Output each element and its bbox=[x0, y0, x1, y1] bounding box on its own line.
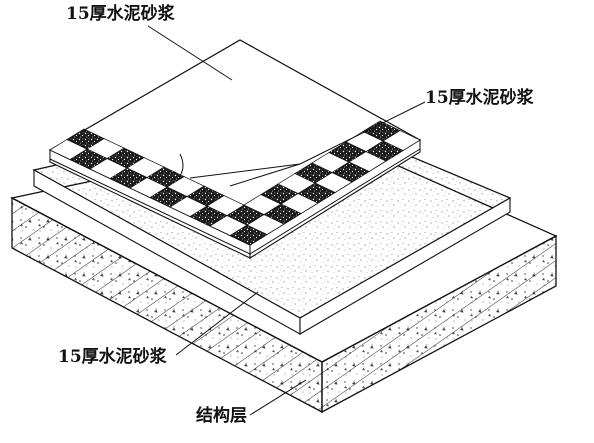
label-structure-layer: 结构层 bbox=[196, 406, 247, 426]
structure-left-hatch bbox=[12, 198, 322, 412]
checkerboard-tiles bbox=[49, 120, 421, 246]
leader-bottom bbox=[175, 291, 259, 356]
leader-structure bbox=[249, 379, 307, 416]
tile-dark bbox=[66, 128, 105, 150]
label-mortar-right: 15厚水泥砂浆 bbox=[425, 88, 534, 108]
leader-right bbox=[179, 101, 426, 187]
structure-right-hatch bbox=[322, 236, 556, 412]
tile-layer bbox=[48, 39, 422, 255]
label-mortar-bottom: 15厚水泥砂浆 bbox=[58, 347, 167, 367]
leader-top bbox=[147, 25, 233, 81]
label-mortar-top: 15厚水泥砂浆 bbox=[66, 4, 175, 24]
bottom-mortar-right bbox=[299, 197, 511, 335]
leader-lines bbox=[147, 25, 426, 416]
tile-dark bbox=[362, 120, 401, 142]
